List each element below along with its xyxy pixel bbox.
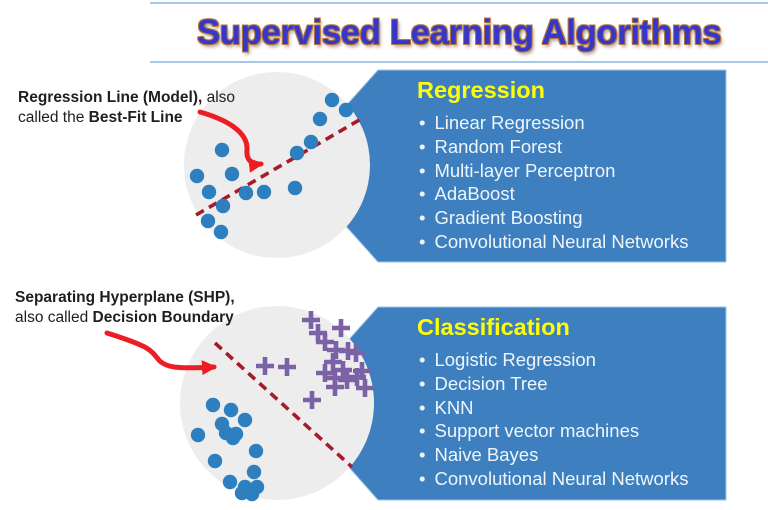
classification-callout-note: Separating Hyperplane (SHP), also called… [15, 288, 235, 328]
data-point-dot [338, 102, 354, 118]
data-point-dot [222, 474, 238, 490]
data-point-plus [303, 391, 321, 409]
note-line: Separating Hyperplane (SHP), [15, 289, 235, 306]
data-point-plus [316, 333, 334, 351]
list-item: • Convolutional Neural Networks [419, 230, 729, 254]
regression-algorithm-list: • Linear Regression • Random Forest • Multi-l… [419, 111, 729, 254]
data-point-dot [303, 134, 319, 150]
data-point-dot [228, 426, 244, 442]
classification-heading: Classification [417, 314, 570, 340]
bullet-icon: • [419, 230, 426, 252]
data-point-dot [213, 224, 229, 240]
list-item: • KNN [419, 396, 729, 420]
data-point-plus [278, 358, 296, 376]
data-point-dot [189, 168, 205, 184]
classification-scatter-figure [104, 311, 374, 502]
list-item: • Convolutional Neural Networks [419, 467, 729, 491]
bullet-icon: • [419, 467, 426, 489]
note-line: Regression Line (Model), also [18, 89, 236, 106]
list-item-label: AdaBoost [434, 183, 515, 205]
data-point-dot [287, 180, 303, 196]
data-point-plus [332, 319, 350, 337]
data-point-plus [338, 371, 356, 389]
list-item-label: Multi-layer Perceptron [434, 159, 616, 181]
regression-panel: Regression • Linear Regression • Random For… [417, 76, 729, 254]
data-point-dot [214, 142, 230, 158]
data-point-dot [289, 145, 305, 161]
data-point-dot [200, 213, 216, 229]
regression-heading: Regression [417, 77, 545, 103]
page-title: Supervised Learning Algorithms [196, 12, 722, 52]
list-item-label: Logistic Regression [434, 349, 596, 370]
list-item-label: KNN [434, 396, 474, 418]
data-point-plus [256, 357, 274, 375]
data-point-dot [246, 464, 262, 480]
data-point-dot [238, 185, 254, 201]
note-line: also called Decision Boundary [15, 309, 234, 326]
data-point-dot [223, 402, 239, 418]
data-point-plus [356, 379, 374, 397]
list-item: • Gradient Boosting [419, 206, 729, 230]
classification-algorithm-list: • Logistic Regression • Decision Tree • KNN • S… [419, 348, 729, 491]
list-item-label: Random Forest [434, 135, 562, 157]
bullet-icon: • [419, 183, 426, 205]
list-item-label: Linear Regression [434, 112, 585, 133]
list-item: • Logistic Regression [419, 348, 729, 372]
list-item: • Linear Regression [419, 111, 729, 135]
bullet-icon: • [419, 349, 426, 370]
list-item-label: Convolutional Neural Networks [434, 230, 689, 252]
data-point-dot [244, 486, 260, 502]
list-item: • Multi-layer Perceptron [419, 159, 729, 183]
regression-callout-note: Regression Line (Model), also called the… [18, 88, 235, 128]
list-item: • Support vector machines [419, 419, 729, 443]
data-point-plus [326, 378, 344, 396]
data-point-dot [237, 412, 253, 428]
data-point-dot [201, 184, 217, 200]
bullet-icon: • [419, 420, 426, 442]
data-point-dot [248, 443, 264, 459]
data-point-dot [256, 184, 272, 200]
regression-callout-arrow [197, 109, 264, 173]
bullet-icon: • [419, 135, 426, 157]
data-point-dot [224, 166, 240, 182]
list-item-label: Convolutional Neural Networks [434, 467, 689, 489]
data-point-dot [324, 92, 340, 108]
bullet-icon: • [419, 444, 426, 466]
bullet-icon: • [419, 396, 426, 418]
bullet-icon: • [419, 112, 426, 133]
list-item: • AdaBoost [419, 182, 729, 206]
data-point-dot [190, 427, 206, 443]
regression-scatter-figure [189, 92, 362, 240]
list-item: • Decision Tree [419, 372, 729, 396]
note-line: called the Best-Fit Line [18, 109, 183, 126]
list-item-label: Decision Tree [434, 372, 548, 394]
list-item-label: Naive Bayes [434, 444, 539, 466]
list-item-label: Support vector machines [434, 420, 640, 442]
classification-panel: Classification • Logistic Regression • Deci… [417, 313, 729, 491]
data-point-plus [324, 353, 342, 371]
data-point-dot [215, 198, 231, 214]
list-item: • Random Forest [419, 135, 729, 159]
data-point-dot [207, 453, 223, 469]
title-block: Supervised Learning Algorithms [150, 2, 768, 63]
data-point-plus [316, 364, 334, 382]
data-point-plus [353, 362, 371, 380]
data-point-dot [205, 397, 221, 413]
bullet-icon: • [419, 372, 426, 394]
list-item-label: Gradient Boosting [434, 207, 583, 229]
bullet-icon: • [419, 207, 426, 229]
classification-dashed-line [213, 341, 354, 469]
bullet-icon: • [419, 159, 426, 181]
data-point-plus [347, 344, 365, 362]
list-item: • Naive Bayes [419, 443, 729, 467]
data-point-plus [302, 311, 320, 329]
classification-callout-arrow [104, 330, 217, 376]
data-point-dot [312, 111, 328, 127]
